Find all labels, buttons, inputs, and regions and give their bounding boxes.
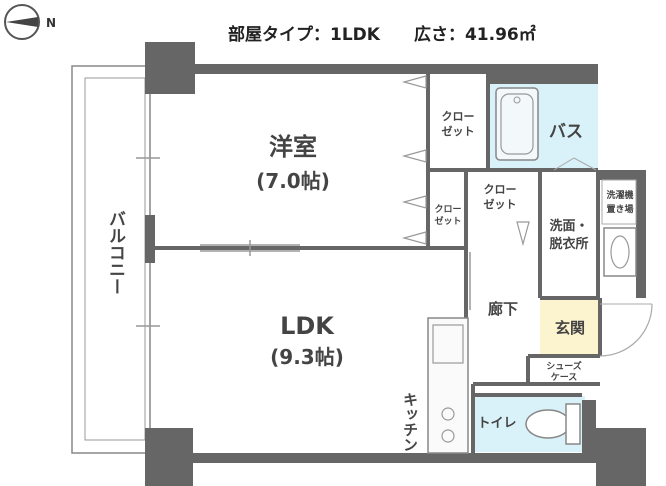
toilet-fixture bbox=[525, 403, 581, 445]
closet-2-line1: クロー bbox=[434, 204, 461, 215]
compass: N bbox=[4, 4, 56, 40]
shoe-case-line2: ケース bbox=[551, 372, 578, 383]
closet-3-line2: ゼット bbox=[484, 197, 517, 211]
entrance-door-swing bbox=[599, 303, 653, 357]
room-type-label: 部屋タイプ：1LDK bbox=[228, 25, 380, 45]
north-arrow-icon bbox=[6, 17, 38, 27]
kitchen-name: キッチン bbox=[401, 392, 419, 452]
entrance-name: 玄関 bbox=[555, 319, 585, 337]
bath-name: バス bbox=[549, 122, 583, 142]
north-label: N bbox=[46, 16, 56, 30]
balcony-name: バルコニー bbox=[105, 210, 126, 295]
interior-walls bbox=[155, 74, 602, 453]
floor-area-label: 広さ：41.96㎡ bbox=[413, 25, 536, 45]
western-room-size: (7.0帖) bbox=[256, 169, 330, 193]
washer-space-line2: 置き場 bbox=[606, 203, 633, 215]
western-room-name: 洋室 bbox=[269, 133, 317, 161]
shoe-case-line1: シューズ bbox=[546, 360, 582, 372]
ldk-name: LDK bbox=[280, 312, 335, 340]
toilet-name: トイレ bbox=[477, 416, 516, 431]
closet-1-line2: ゼット bbox=[442, 124, 475, 138]
windows bbox=[136, 94, 471, 428]
washroom-line2: 脱衣所 bbox=[549, 236, 588, 252]
bathtub bbox=[495, 87, 539, 161]
page-title: 部屋タイプ：1LDK 広さ：41.96㎡ bbox=[228, 20, 536, 45]
closet-3-line1: クロー bbox=[484, 183, 517, 196]
hallway-name: 廊下 bbox=[488, 300, 518, 318]
washer-space-line1: 洗濯機 bbox=[606, 189, 633, 201]
entrance-fill bbox=[540, 298, 600, 356]
walls bbox=[145, 42, 646, 486]
ldk-size: (9.3帖) bbox=[270, 345, 344, 369]
wash-basin bbox=[603, 227, 637, 277]
closet-1-line1: クロー bbox=[442, 110, 475, 123]
kitchen-counter bbox=[427, 317, 469, 454]
closet-2-line2: ゼット bbox=[434, 215, 461, 227]
washer-space-box bbox=[601, 179, 637, 225]
bath-door-arc bbox=[553, 157, 597, 171]
washroom-line1: 洗面・ bbox=[549, 218, 588, 234]
closet-doors bbox=[401, 75, 530, 247]
